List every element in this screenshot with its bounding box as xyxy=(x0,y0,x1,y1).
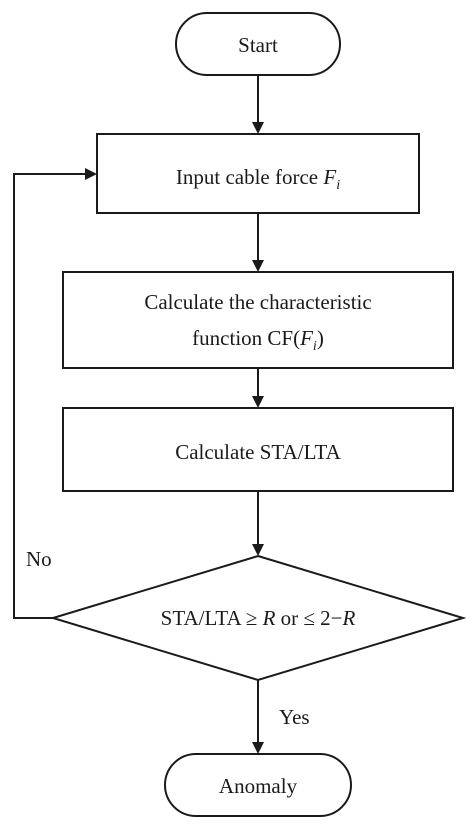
start-label: Start xyxy=(238,33,278,57)
calc-cf-line1: Calculate the characteristic xyxy=(144,290,371,314)
edge-decision-to-anomaly: Yes xyxy=(252,680,310,754)
yes-label: Yes xyxy=(279,705,310,729)
input-label-var: F xyxy=(322,165,336,189)
no-label: No xyxy=(26,547,52,571)
decision-node: STA/LTA ≥ R or ≤ 2−R xyxy=(49,554,467,682)
calc-sta-label: Calculate STA/LTA xyxy=(175,440,341,464)
decision-label: STA/LTA ≥ R or ≤ 2−R xyxy=(161,606,356,630)
calc-cf-line2-suffix: ) xyxy=(317,326,324,350)
edge-calc-cf-to-calc-sta xyxy=(252,368,264,408)
edge-input-to-calc-cf xyxy=(252,213,264,272)
calc-cf-line2-var: F xyxy=(299,326,313,350)
anomaly-node: Anomaly xyxy=(164,753,352,817)
decision-part2: or ≤ 2− xyxy=(275,606,342,630)
input-shape xyxy=(96,133,420,214)
input-node: Input cable force Fi xyxy=(96,133,420,214)
input-label: Input cable force Fi xyxy=(176,165,340,193)
calc-sta-node: Calculate STA/LTA xyxy=(62,407,454,492)
edge-start-to-input xyxy=(252,75,264,134)
anomaly-shape xyxy=(164,753,352,817)
edge-calc-sta-to-decision xyxy=(252,491,264,556)
start-node: Start xyxy=(175,12,341,76)
decision-part1: STA/LTA ≥ xyxy=(161,606,263,630)
input-label-text: Input cable force xyxy=(176,165,324,189)
calc-cf-node: Calculate the characteristic function CF… xyxy=(62,271,454,369)
anomaly-label: Anomaly xyxy=(219,774,298,798)
edge-decision-loop-back: No xyxy=(13,168,97,619)
input-label-sub: i xyxy=(336,178,340,193)
calc-cf-shape xyxy=(62,271,454,369)
calc-cf-line2-sub: i xyxy=(313,339,317,354)
decision-var1: R xyxy=(262,606,276,630)
decision-var2: R xyxy=(342,606,356,630)
calc-sta-shape xyxy=(62,407,454,492)
calc-cf-line2-prefix: function CF( xyxy=(192,326,300,350)
calc-cf-line2: function CF(Fi) xyxy=(192,326,324,354)
